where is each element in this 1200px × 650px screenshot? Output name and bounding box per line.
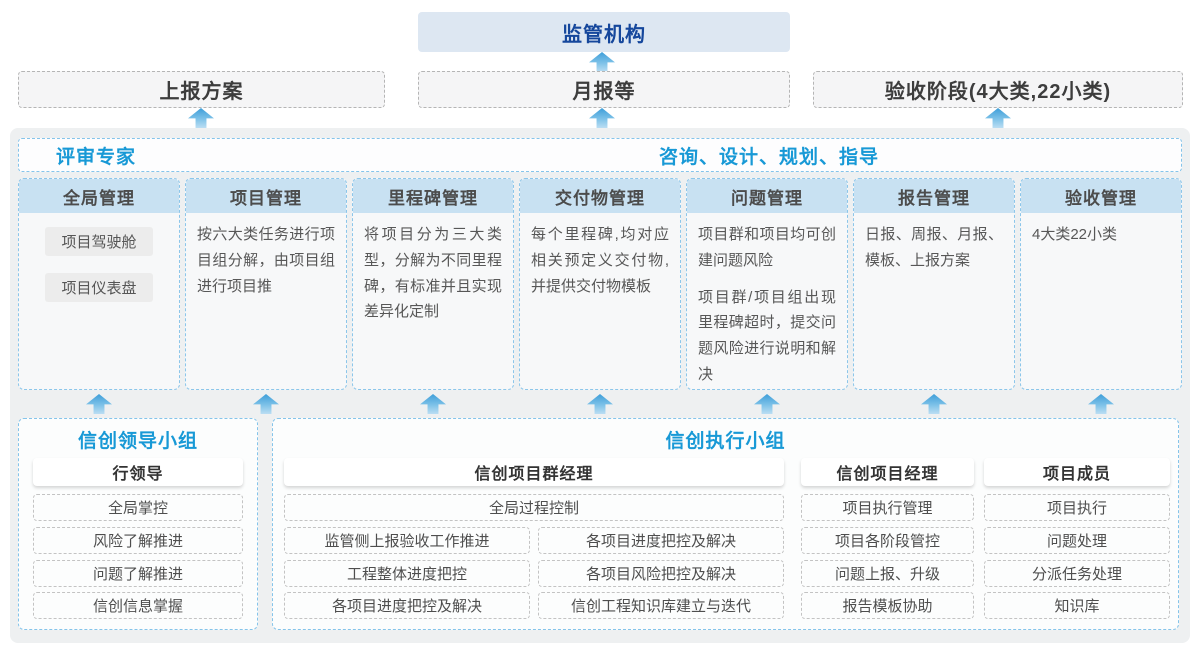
duty-item: 分派任务处理 [984, 560, 1170, 587]
column-body: 日报、周报、月报、模板、上报方案 [854, 213, 1014, 389]
column-text: 每个里程碑,均对应相关预定义交付物,并提供交付物模板 [531, 226, 669, 295]
up-arrow-icon [587, 394, 613, 414]
duty-item: 监管侧上报验收工作推进 [284, 527, 530, 554]
column-deliverable-management: 交付物管理 每个里程碑,均对应相关预定义交付物,并提供交付物模板 [519, 178, 681, 390]
column-header: 全局管理 [19, 179, 179, 213]
column-acceptance-management: 验收管理 4大类22小类 [1020, 178, 1182, 390]
review-experts-label: 评审专家 [56, 146, 137, 168]
up-arrow-icon [420, 394, 446, 414]
duty-item: 问题上报、升级 [801, 560, 974, 587]
column-body: 项目群和项目均可创建问题风险 项目群/项目组出现里程碑超时，提交问题风险进行说明… [687, 213, 847, 389]
leadership-group-title: 信创领导小组 [77, 431, 198, 452]
duty-item: 各项目进度把控及解决 [538, 527, 784, 554]
column-report-management: 报告管理 日报、周报、月报、模板、上报方案 [853, 178, 1015, 390]
column-header: 交付物管理 [520, 179, 680, 213]
duty-item: 项目各阶段管控 [801, 527, 974, 554]
up-arrow-icon [1088, 394, 1114, 414]
column-body: 每个里程碑,均对应相关预定义交付物,并提供交付物模板 [520, 213, 680, 389]
main-panel: 评审专家 咨询、设计、规划、指导 全局管理 项目驾驶舱 项目仪表盘 项目管理 按… [10, 128, 1190, 643]
column-header: 项目管理 [186, 179, 346, 213]
feature-pill: 项目仪表盘 [45, 273, 153, 302]
column-header: 验收管理 [1021, 179, 1181, 213]
column-issue-management: 问题管理 项目群和项目均可创建问题风险 项目群/项目组出现里程碑超时，提交问题风… [686, 178, 848, 390]
management-columns: 全局管理 项目驾驶舱 项目仪表盘 项目管理 按六大类任务进行项目组分解，由项目组… [18, 178, 1182, 390]
column-text: 将项目分为三大类型，分解为不同里程碑，有标准并且实现差异化定制 [364, 226, 502, 321]
duty-item: 问题了解推进 [33, 560, 243, 587]
role-bank-leader: 行领导 [33, 458, 243, 486]
duty-item: 各项目风险把控及解决 [538, 560, 784, 587]
column-header: 报告管理 [854, 179, 1014, 213]
role-project-manager: 信创项目经理 [801, 458, 974, 486]
column-body: 按六大类任务进行项目组分解，由项目组进行项目推 [186, 213, 346, 389]
consulting-label: 咨询、设计、规划、指导 [658, 146, 880, 168]
role-project-member: 项目成员 [984, 458, 1170, 486]
up-arrow-icon [253, 394, 279, 414]
column-text: 项目群和项目均可创建问题风险 [698, 226, 836, 269]
duty-item: 信创工程知识库建立与迭代 [538, 592, 784, 619]
column-global-management: 全局管理 项目驾驶舱 项目仪表盘 [18, 178, 180, 390]
up-arrow-icon [754, 394, 780, 414]
duty-item: 全局过程控制 [284, 494, 784, 521]
report-box-acceptance: 验收阶段(4大类,22小类) [813, 71, 1183, 108]
duty-item: 知识库 [984, 592, 1170, 619]
report-label: 上报方案 [159, 81, 244, 103]
execution-group-title: 信创执行小组 [665, 431, 786, 452]
role-program-manager: 信创项目群经理 [284, 458, 784, 486]
duty-item: 问题处理 [984, 527, 1170, 554]
experts-band: 评审专家 咨询、设计、规划、指导 [18, 138, 1182, 172]
column-header: 问题管理 [687, 179, 847, 213]
column-body: 将项目分为三大类型，分解为不同里程碑，有标准并且实现差异化定制 [353, 213, 513, 389]
column-header: 里程碑管理 [353, 179, 513, 213]
up-arrow-icon [188, 108, 214, 128]
duty-item: 项目执行管理 [801, 494, 974, 521]
column-body: 项目驾驶舱 项目仪表盘 [19, 213, 179, 389]
duty-item: 全局掌控 [33, 494, 243, 521]
leadership-group: 信创领导小组 行领导 全局掌控 风险了解推进 问题了解推进 信创信息掌握 [18, 418, 258, 630]
column-body: 4大类22小类 [1021, 213, 1181, 389]
column-milestone-management: 里程碑管理 将项目分为三大类型，分解为不同里程碑，有标准并且实现差异化定制 [352, 178, 514, 390]
regulator-box: 监管机构 [418, 12, 790, 52]
report-label: 验收阶段(4大类,22小类) [884, 81, 1112, 103]
feature-pill: 项目驾驶舱 [45, 227, 153, 256]
report-box-plan: 上报方案 [18, 71, 385, 108]
column-text: 项目群/项目组出现里程碑超时，提交问题风险进行说明和解决 [698, 288, 836, 383]
duty-item: 报告模板协助 [801, 592, 974, 619]
execution-group: 信创执行小组 信创项目群经理 全局过程控制 监管侧上报验收工作推进 工程整体进度… [272, 418, 1179, 630]
duty-item: 各项目进度把控及解决 [284, 592, 530, 619]
report-box-monthly: 月报等 [418, 71, 790, 108]
duty-item: 风险了解推进 [33, 527, 243, 554]
duty-item: 工程整体进度把控 [284, 560, 530, 587]
column-text: 日报、周报、月报、模板、上报方案 [865, 226, 1003, 269]
up-arrow-icon [589, 108, 615, 128]
up-arrow-icon [921, 394, 947, 414]
column-project-management: 项目管理 按六大类任务进行项目组分解，由项目组进行项目推 [185, 178, 347, 390]
report-label: 月报等 [572, 81, 636, 103]
up-arrow-icon [589, 52, 615, 72]
column-text: 按六大类任务进行项目组分解，由项目组进行项目推 [197, 226, 335, 295]
up-arrow-icon [985, 108, 1011, 128]
column-text: 4大类22小类 [1032, 226, 1118, 243]
regulator-label: 监管机构 [562, 23, 646, 46]
up-arrow-icon [86, 394, 112, 414]
duty-item: 项目执行 [984, 494, 1170, 521]
duty-item: 信创信息掌握 [33, 592, 243, 619]
